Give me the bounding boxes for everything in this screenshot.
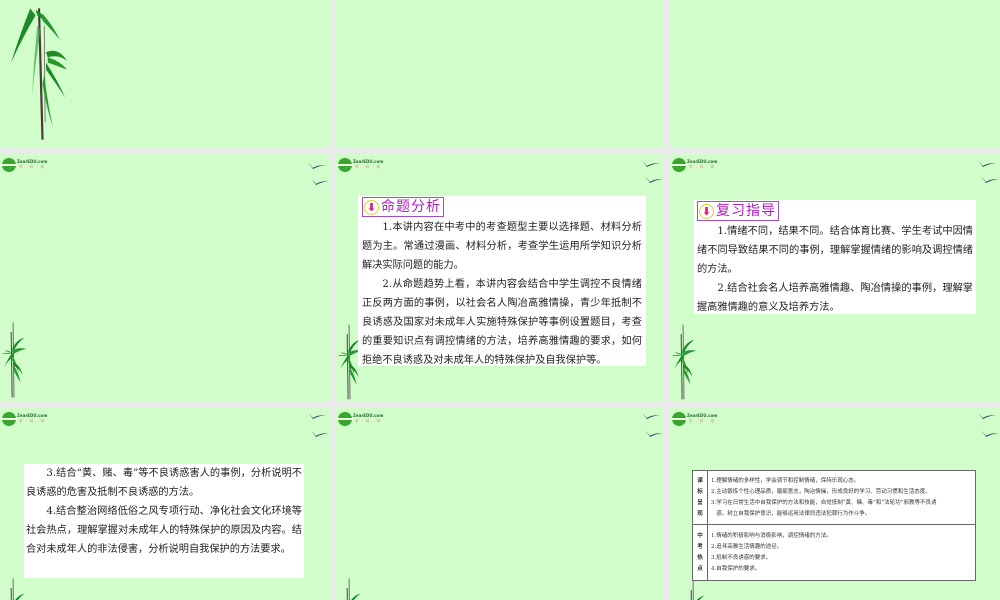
paragraph: 2.结合社会名人培养高雅情趣、陶冶情操的事例，理解掌握高雅情趣的意义及培养方法。 <box>697 282 973 313</box>
bird-icon <box>639 158 661 168</box>
row-label: 课 标 呈 现 <box>692 470 708 525</box>
logo-globe-icon <box>336 158 354 172</box>
bamboo-icon <box>670 322 698 402</box>
bamboo-icon <box>336 576 364 600</box>
brand-logo: ZearEDU.com 学 · 科 · 网 <box>336 158 383 172</box>
brand-logo: ZearEDU.com 学 · 科 · 网 <box>0 158 47 172</box>
bird-icon <box>978 428 1000 438</box>
slide-5[interactable]: ZearEDU.com 学 · 科 · 网 3.结合“黄、赌、毒”等不良诱惑害人… <box>0 408 330 600</box>
analysis-textbox: ⬇ 命题分析 1.本讲内容在中考中的考查题型主要以选择题、材料分析题为主。常通过… <box>358 196 646 366</box>
paragraph: 2.从命题趋势上看，本讲内容会结合中学生调控不良情绪正反两方面的事例，以社会名人… <box>362 278 642 366</box>
slide-top-middle[interactable] <box>336 0 664 148</box>
slide-7[interactable]: ZearEDU.com 学 · 科 · 网 课 标 呈 现 1.理解情绪的多样性… <box>670 408 1000 600</box>
logo-globe-icon <box>670 158 688 172</box>
row-label: 中 考 热 点 <box>692 524 708 581</box>
slide-3[interactable]: ZearEDU.com 学 · 科 · 网 ⬇ 命题分析 1.本讲内容在中考中的… <box>336 154 664 402</box>
review-guide-textbox: ⬇ 复习指导 1.情绪不同，结果不同。结合体育比赛、学生考试中因情绪不同导致结果… <box>694 200 976 314</box>
bird-icon <box>642 428 664 438</box>
bird-icon <box>305 160 327 170</box>
row-content: 1.情绪的积极影响与消极影响，调控情绪的方法。 2.追寻高雅生活情趣的途径。 3… <box>707 524 976 581</box>
paragraph: 1.本讲内容在中考中的考查题型主要以选择题、材料分析题为主。常通过漫画、材料分析… <box>362 221 642 271</box>
logo-globe-icon <box>670 412 688 426</box>
bird-icon <box>308 176 330 186</box>
brand-logo: ZearEDU.com 学 · 科 · 网 <box>0 412 47 426</box>
logo-globe-icon <box>0 412 18 426</box>
bamboo-icon <box>680 578 708 600</box>
bird-icon <box>978 174 1000 184</box>
bird-icon <box>975 158 997 168</box>
bird-icon <box>642 174 664 184</box>
bamboo-icon <box>0 320 28 400</box>
bird-icon <box>308 428 330 438</box>
bamboo-icon <box>0 576 28 600</box>
curriculum-table: 课 标 呈 现 1.理解情绪的多样性，学会调节和控制情绪，保持乐观心态。 2.主… <box>692 470 976 581</box>
paragraph: 1.情绪不同，结果不同。结合体育比赛、学生考试中因情绪不同导致结果不同的事例，理… <box>697 225 973 275</box>
paragraph: 4.结合整治网络低俗之风专项行动、净化社会文化环境等社会热点，理解掌握对未成年人… <box>26 506 302 555</box>
slide-6[interactable]: ZearEDU.com 学 · 科 · 网 <box>336 408 664 600</box>
slide-4[interactable]: ZearEDU.com 学 · 科 · 网 ⬇ 复习指导 1.情绪不同，结果不同… <box>670 154 1000 402</box>
down-arrow-icon: ⬇ <box>364 199 379 215</box>
row-content: 1.理解情绪的多样性，学会调节和控制情绪，保持乐观心态。 2.主动锻炼个性心理品… <box>707 470 976 525</box>
slide-1[interactable] <box>0 0 330 148</box>
bird-icon <box>639 410 661 420</box>
section-heading: ⬇ 复习指导 <box>697 201 779 221</box>
paragraph: 3.结合“黄、赌、毒”等不良诱惑害人的事例，分析说明不良诱惑的危害及抵制不良诱惑… <box>26 468 302 498</box>
slide-top-right[interactable] <box>670 0 1000 148</box>
brand-logo: ZearEDU.com 学 · 科 · 网 <box>336 412 383 426</box>
bamboo-icon <box>4 0 74 148</box>
table-row: 课 标 呈 现 1.理解情绪的多样性，学会调节和控制情绪，保持乐观心态。 2.主… <box>692 470 976 525</box>
continued-textbox: 3.结合“黄、赌、毒”等不良诱惑害人的事例，分析说明不良诱惑的危害及抵制不良诱惑… <box>24 464 304 578</box>
brand-logo: ZearEDU.com 学 · 科 · 网 <box>670 158 717 172</box>
slide-2[interactable]: ZearEDU.com 学 · 科 · 网 <box>0 154 330 402</box>
bird-icon <box>305 410 327 420</box>
down-arrow-icon: ⬇ <box>699 203 714 219</box>
bird-icon <box>975 410 997 420</box>
table-row: 中 考 热 点 1.情绪的积极影响与消极影响，调控情绪的方法。 2.追寻高雅生活… <box>692 524 976 581</box>
section-heading: ⬇ 命题分析 <box>362 197 444 217</box>
logo-globe-icon <box>0 158 18 172</box>
brand-logo: ZearEDU.com 学 · 科 · 网 <box>670 412 717 426</box>
logo-globe-icon <box>336 412 354 426</box>
